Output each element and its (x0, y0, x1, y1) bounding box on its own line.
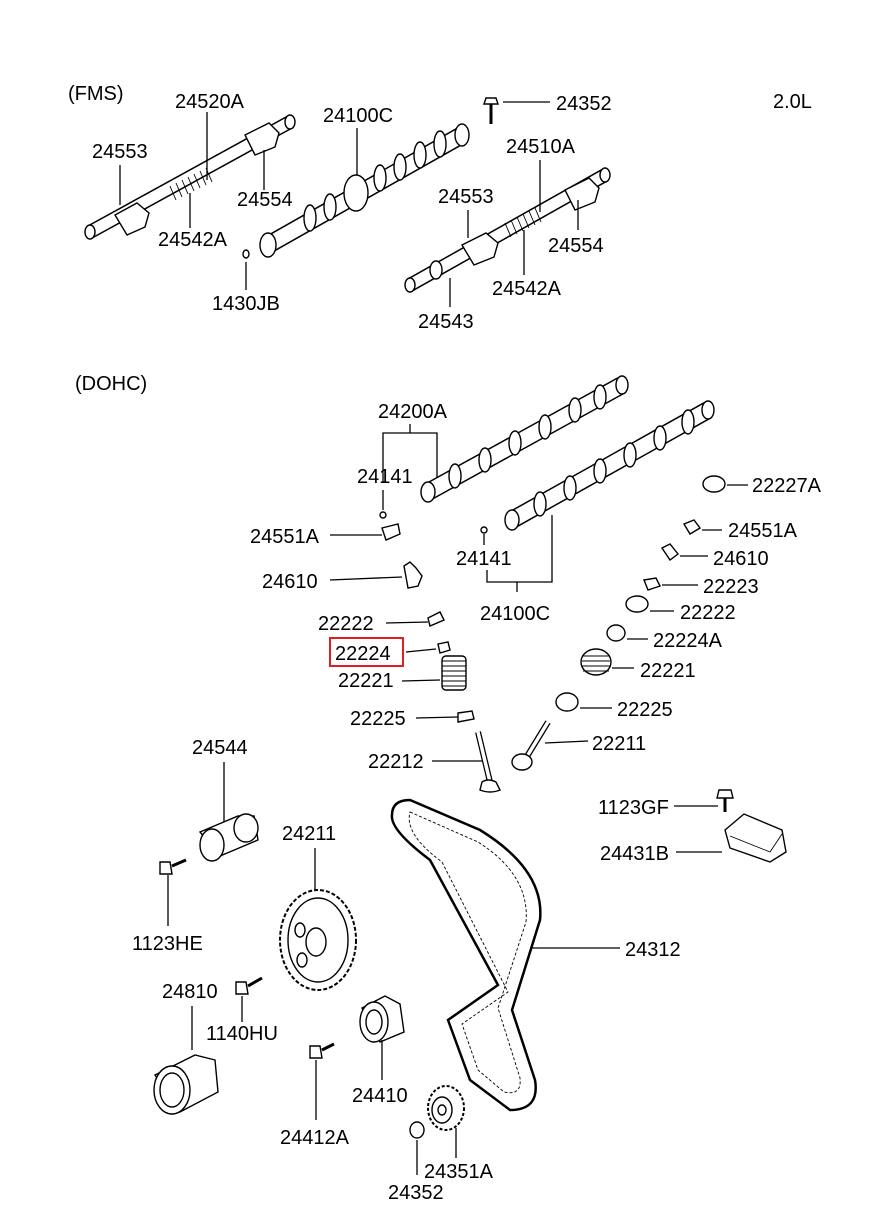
label-24352-bottom: 24352 (388, 1182, 444, 1204)
label-24100C-fms: 24100C (323, 105, 393, 127)
valve-seal-22224 (437, 641, 451, 654)
valve-spring-22221-right (580, 648, 612, 676)
highlight-box-22224 (329, 637, 404, 667)
label-1430JB: 1430JB (212, 293, 280, 315)
plug-22227A (702, 475, 726, 493)
cover-24431B (724, 813, 787, 863)
label-24542A-left: 24542A (158, 229, 228, 251)
key-24141-left (379, 511, 387, 519)
label-22224A: 22224A (653, 630, 723, 652)
label-22224: 22224 (335, 643, 391, 665)
label-22222-left: 22222 (318, 613, 374, 635)
lash-adjuster-24610-left (403, 561, 423, 589)
bolt-1140HU (235, 976, 263, 995)
label-24510A: 24510A (506, 136, 576, 158)
bolt-24352-top (483, 97, 499, 124)
label-24551A-right: 24551A (728, 520, 798, 542)
label-24554-left: 24554 (237, 189, 293, 211)
label-1140HU: 1140HU (206, 1023, 278, 1045)
label-24544: 24544 (192, 737, 248, 759)
section-label-dohc: (DOHC) (75, 373, 147, 395)
label-22211: 22211 (592, 733, 646, 755)
label-22212: 22212 (368, 751, 424, 773)
key-22223 (643, 577, 661, 591)
label-22223: 22223 (703, 576, 759, 598)
spring-seat-22225-left (457, 710, 475, 723)
label-1123HE: 1123HE (132, 933, 203, 955)
label-24610-right: 24610 (713, 548, 769, 570)
retainer-22222-right (625, 595, 649, 613)
camshaft-24100C (504, 400, 715, 531)
tensioner-24810 (153, 1054, 219, 1115)
label-24543: 24543 (418, 311, 474, 333)
spring-seat-22225-right (555, 692, 579, 712)
camshaft-fms (259, 123, 470, 258)
label-24520A: 24520A (175, 91, 245, 113)
label-24610-left: 24610 (262, 571, 318, 593)
retainer-22222-left (427, 611, 445, 627)
label-22222-right: 22222 (680, 602, 736, 624)
label-24412A: 24412A (280, 1127, 350, 1149)
cap-24551A-left (381, 523, 401, 541)
lash-adjuster-24610-right (660, 543, 679, 562)
valve-seal-22224A (606, 624, 626, 642)
label-24553-left: 24553 (92, 141, 148, 163)
rocker-shaft-assembly-right (404, 167, 611, 293)
label-24100C-dohc: 24100C (480, 603, 550, 625)
label-24431B: 24431B (600, 843, 669, 865)
label-24410: 24410 (352, 1085, 408, 1107)
label-22227A: 22227A (752, 475, 822, 497)
valve-22211 (511, 720, 551, 771)
bolt-24412A (309, 1042, 335, 1059)
label-24551A-left: 24551A (250, 526, 320, 548)
label-24352-top: 24352 (556, 93, 612, 115)
idler-pulley-24544 (198, 813, 259, 862)
bolt-1123HE (159, 858, 187, 875)
label-22225-left: 22225 (350, 708, 406, 730)
label-22221-right: 22221 (640, 660, 696, 682)
label-22225-right: 22225 (617, 699, 673, 721)
pulley-24410 (359, 995, 405, 1043)
cap-24551A-right (682, 519, 702, 535)
camshaft-24200A (420, 375, 629, 503)
label-24211: 24211 (282, 823, 336, 845)
valve-22212 (475, 731, 501, 793)
section-label-fms: (FMS) (68, 83, 124, 105)
label-1123GF: 1123GF (598, 797, 669, 819)
bolt-1123GF (716, 789, 734, 812)
valve-spring-22221-left (441, 655, 467, 691)
label-24553-right: 24553 (438, 186, 494, 208)
sprocket-24351A (427, 1085, 465, 1131)
label-22221-left: 22221 (338, 670, 394, 692)
label-24351A: 24351A (424, 1161, 494, 1183)
pin-1430JB (242, 249, 250, 259)
label-24312: 24312 (625, 939, 681, 961)
key-24141-right (480, 526, 488, 534)
label-24141-right: 24141 (456, 548, 512, 570)
bolt-24352-bottom (409, 1121, 425, 1139)
label-24810: 24810 (162, 981, 218, 1003)
label-24542A-right: 24542A (492, 278, 562, 300)
timing-belt-24312 (390, 798, 542, 1112)
rocker-shaft-assembly-left (84, 114, 296, 240)
label-24200A: 24200A (378, 401, 448, 423)
label-24554-right: 24554 (548, 235, 604, 257)
engine-label: 2.0L (773, 91, 812, 113)
sprocket-24211 (279, 889, 357, 991)
label-24141-left: 24141 (357, 466, 413, 488)
